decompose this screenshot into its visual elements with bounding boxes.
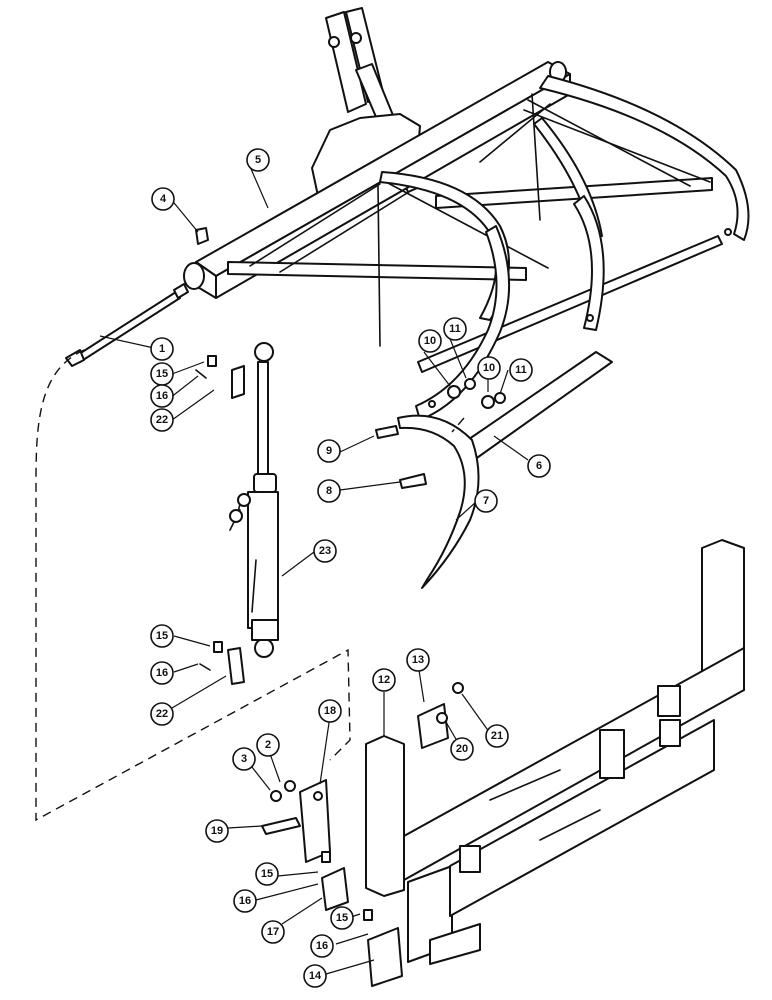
callout-12: 12 — [372, 668, 396, 692]
callout-1: 1 — [150, 337, 174, 361]
callout-label: 9 — [326, 445, 332, 457]
callout-label: 10 — [483, 362, 495, 374]
callout-16: 16 — [150, 661, 174, 685]
callout-label: 15 — [156, 368, 168, 380]
callout-label: 2 — [265, 739, 271, 751]
callout-15: 15 — [255, 862, 279, 886]
callout-label: 15 — [156, 630, 168, 642]
mounting-frame — [365, 539, 745, 965]
callout-label: 13 — [412, 654, 424, 666]
callout-4: 4 — [151, 187, 175, 211]
callout-15: 15 — [150, 362, 174, 386]
callout-22: 22 — [150, 408, 174, 432]
callouts: 1 2 3 4 5 6 7 8 9 10 10 11 11 12 13 14 1… — [150, 148, 551, 988]
callout-11: 11 — [509, 358, 533, 382]
callout-16: 16 — [310, 934, 334, 958]
callout-18: 18 — [318, 699, 342, 723]
callout-6: 6 — [527, 454, 551, 478]
callout-label: 3 — [241, 753, 247, 765]
callout-label: 12 — [378, 674, 390, 686]
callout-20: 20 — [450, 737, 474, 761]
callout-label: 7 — [483, 495, 489, 507]
callout-label: 18 — [324, 705, 336, 717]
callout-15: 15 — [150, 624, 174, 648]
callout-10: 10 — [477, 356, 501, 380]
callout-5: 5 — [246, 148, 270, 172]
callout-label: 16 — [239, 895, 251, 907]
callout-label: 8 — [326, 485, 332, 497]
callout-label: 17 — [267, 926, 279, 938]
callout-9: 9 — [317, 439, 341, 463]
callout-label: 20 — [456, 743, 468, 755]
grease-fitting — [195, 227, 209, 245]
callout-19: 19 — [205, 819, 229, 843]
callout-label: 22 — [156, 414, 168, 426]
callout-13: 13 — [406, 648, 430, 672]
callout-label: 1 — [159, 343, 165, 355]
callout-22: 22 — [150, 702, 174, 726]
callout-label: 10 — [424, 335, 436, 347]
callout-16: 16 — [233, 889, 257, 913]
pivot-bolt — [65, 283, 189, 367]
callout-label: 16 — [156, 667, 168, 679]
callout-8: 8 — [317, 479, 341, 503]
rake-frame — [183, 7, 750, 421]
callout-15: 15 — [330, 906, 354, 930]
callout-7: 7 — [474, 489, 498, 513]
callout-2: 2 — [256, 733, 280, 757]
callout-label: 11 — [515, 364, 527, 376]
callout-label: 6 — [536, 460, 542, 472]
curved-tine — [397, 414, 480, 589]
callout-label: 16 — [156, 390, 168, 402]
callout-label: 15 — [336, 912, 348, 924]
callout-10: 10 — [418, 329, 442, 353]
callout-label: 11 — [449, 323, 461, 335]
callout-16: 16 — [150, 384, 174, 408]
callout-3: 3 — [232, 747, 256, 771]
callout-label: 5 — [255, 154, 261, 166]
callout-label: 15 — [261, 868, 273, 880]
callout-label: 22 — [156, 708, 168, 720]
callout-label: 21 — [491, 730, 503, 742]
callout-17: 17 — [261, 920, 285, 944]
callout-label: 23 — [319, 545, 331, 557]
callout-label: 16 — [316, 940, 328, 952]
callout-11: 11 — [443, 317, 467, 341]
callout-label: 19 — [211, 825, 223, 837]
hydraulic-cylinder — [229, 342, 279, 658]
callout-label: 14 — [309, 970, 322, 982]
callout-21: 21 — [485, 724, 509, 748]
callout-23: 23 — [313, 539, 337, 563]
callout-14: 14 — [303, 964, 327, 988]
callout-label: 4 — [160, 193, 167, 205]
